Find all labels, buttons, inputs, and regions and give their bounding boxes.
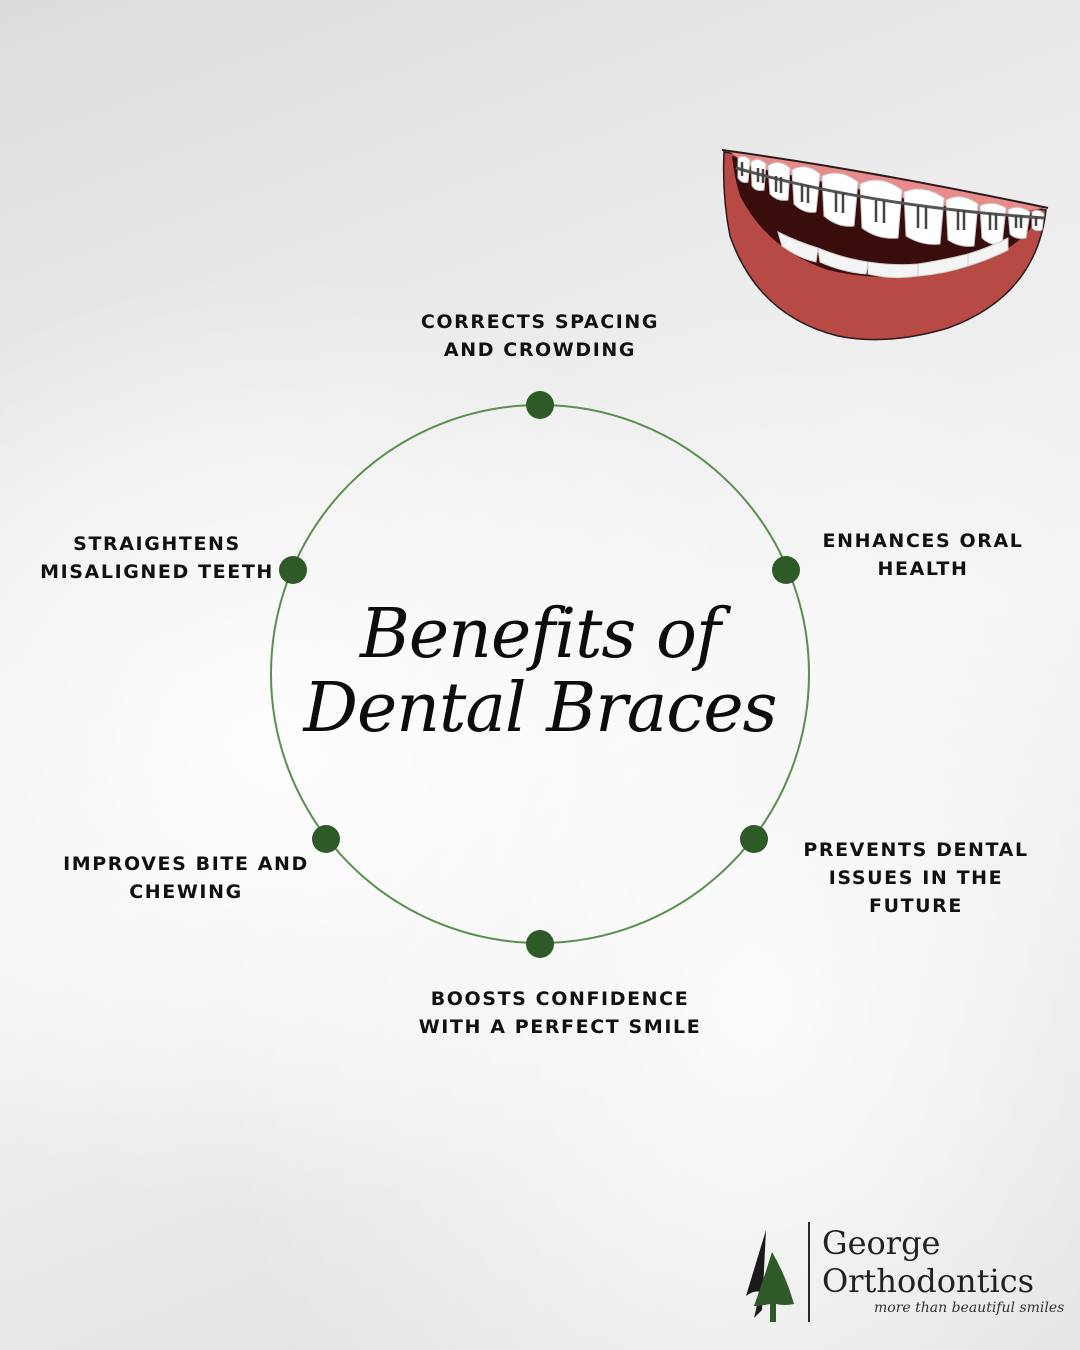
- benefit-label-oral-health: ENHANCES ORAL HEALTH: [822, 530, 1024, 580]
- logo-divider: [808, 1222, 810, 1322]
- brand-logo: George Orthodontics more than beautiful …: [740, 1218, 1064, 1328]
- node-dot-5: [312, 825, 340, 853]
- brand-name-line-2: Orthodontics: [822, 1262, 1035, 1300]
- brand-name-line-1: George: [822, 1224, 941, 1262]
- benefit-label-bite: IMPROVES BITE AND CHEWING: [63, 853, 309, 903]
- brand-tagline: more than beautiful smiles: [874, 1300, 1065, 1316]
- benefit-label-prevents-issues: PREVENTS DENTAL ISSUES IN THE FUTURE: [803, 839, 1029, 917]
- pine-tree-logo-icon: [746, 1230, 794, 1322]
- smile-with-braces-illustration: [721, 149, 1049, 341]
- benefit-label-confidence: BOOSTS CONFIDENCE WITH A PERFECT SMILE: [418, 988, 702, 1038]
- node-dot-3: [740, 825, 768, 853]
- page-title: Benefits of Dental Braces: [290, 598, 790, 746]
- benefit-label-spacing: CORRECTS SPACING AND CROWDING: [420, 311, 660, 361]
- benefit-label-straightens: STRAIGHTENS MISALIGNED TEETH: [40, 533, 274, 583]
- node-dot-6: [279, 556, 307, 584]
- node-dot-4: [526, 930, 554, 958]
- node-dot-2: [772, 556, 800, 584]
- title-line-2: Dental Braces: [303, 669, 777, 748]
- title-line-1: Benefits of: [359, 595, 721, 674]
- node-dot-1: [526, 391, 554, 419]
